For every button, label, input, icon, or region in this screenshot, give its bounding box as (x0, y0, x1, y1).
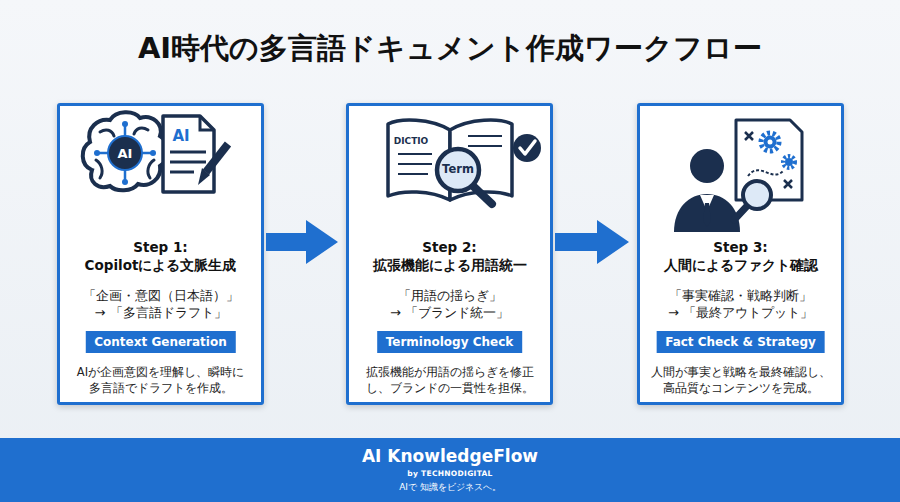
step-box: Step 1: Copilotによる文脈生成「企画・意図（日本語）」 → 「多言… (57, 103, 264, 405)
brand-tagline: AIで 知識をビジネスへ。 (0, 481, 900, 493)
brand-byline: by TECHNODIGITAL (0, 469, 900, 479)
step-heading: Step 2: 拡張機能による用語統一 (365, 238, 535, 274)
step-heading: Step 1: Copilotによる文脈生成 (76, 238, 246, 274)
step-box: Step 3: 人間によるファクト確認「事実確認・戦略判断」 → 「最終アウトプ… (637, 103, 844, 405)
diagram-title: AI時代の多言語ドキュメント作成ワークフロー (0, 30, 900, 66)
flow-arrow (555, 220, 629, 264)
flow-arrow (266, 220, 338, 264)
chip-label: AI (118, 147, 133, 160)
transform-text: 「企画・意図（日本語）」 → 「多言語ドラフト」 (63, 287, 258, 321)
transform-text: 「事実確認・戦略判断」 → 「最終アウトプット」 (643, 287, 838, 321)
step-tag-band: Fact Check & Strategy (656, 331, 825, 353)
lens-label: Term (442, 164, 474, 176)
transform-text: 「用語の揺らぎ」 → 「ブランド統一」 (352, 287, 547, 321)
tag-text: Context Generation (94, 335, 226, 349)
step-box: Step 2: 拡張機能による用語統一「用語の揺らぎ」 → 「ブランド統一」拡張… (346, 103, 553, 405)
tag-text: Terminology Check (386, 335, 514, 349)
step-description: AIが企画意図を理解し、瞬時に 多言語でドラフトを作成。 (63, 364, 258, 396)
book-label: DICTIO (394, 137, 429, 146)
step-heading: Step 3: 人間によるファクト確認 (656, 238, 826, 274)
step-description: 人間が事実と戦略を最終確認し、 高品質なコンテンツを完成。 (643, 364, 838, 396)
step-tag-band: Terminology Check (377, 331, 523, 353)
step-description: 拡張機能が用語の揺らぎを修正 し、ブランドの一貫性を担保。 (352, 364, 547, 396)
footer-band: AI KnowledgeFlow by TECHNODIGITAL AIで 知識をビ… (0, 438, 900, 502)
document-label: AI (172, 129, 189, 144)
brand-name: AI KnowledgeFlow (0, 446, 900, 466)
tag-text: Fact Check & Strategy (665, 335, 816, 349)
step-tag-band: Context Generation (85, 331, 235, 353)
